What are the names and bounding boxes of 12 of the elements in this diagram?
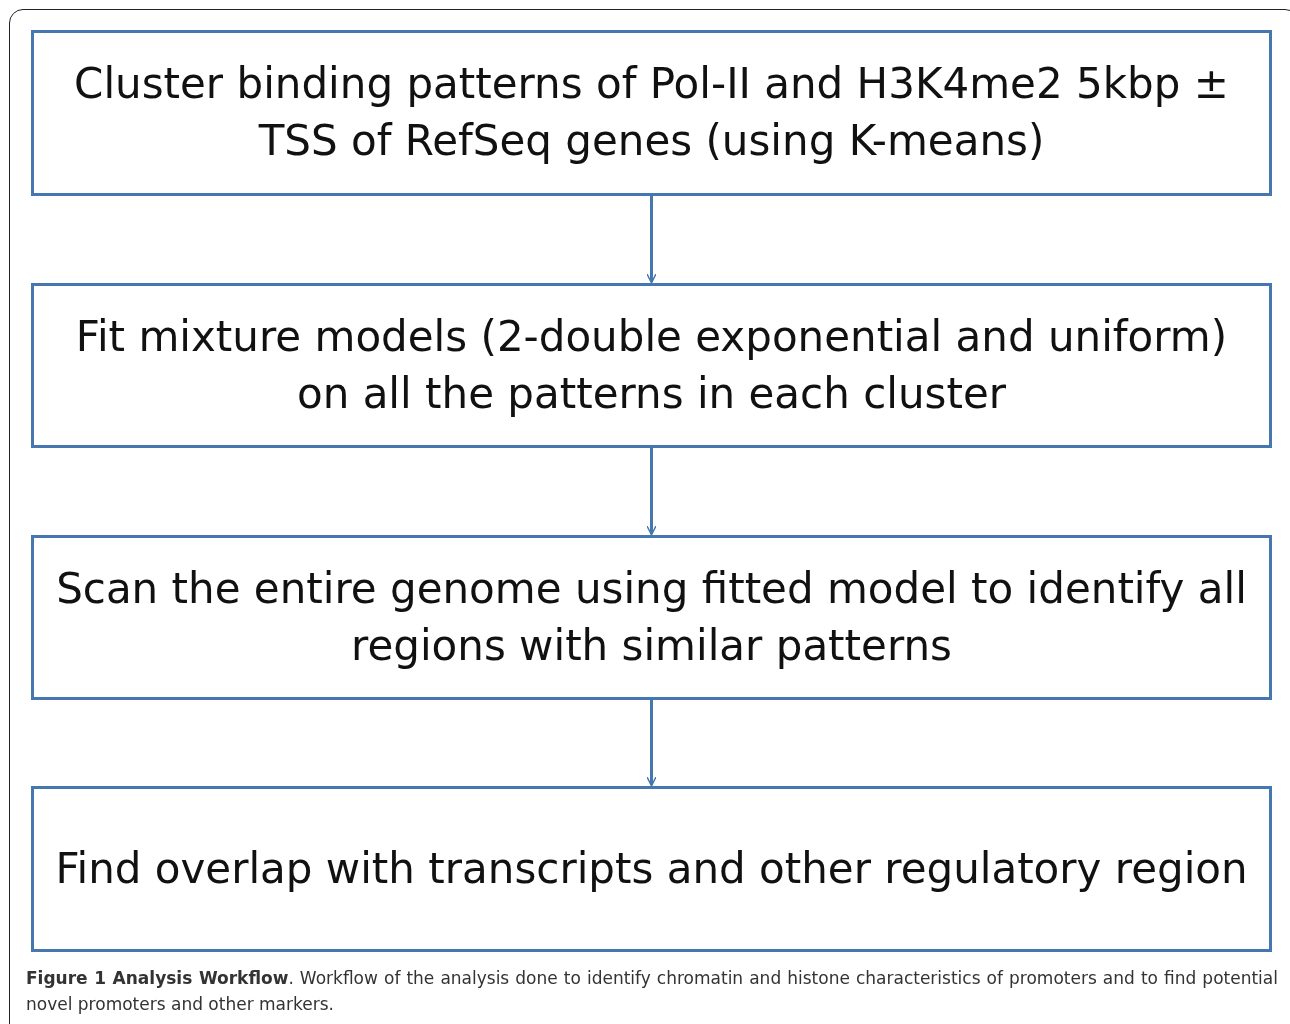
process-box <box>31 30 1272 196</box>
figure-caption: Figure 1 Analysis Workflow. Workflow of the analysis done to identify chromatin and histone characteristics of promoters and to find potential novel promoters and other markers. <box>26 967 1278 1016</box>
step-text: Scan the entire genome using fitted model to identify all regions with similar patterns <box>55 562 1248 672</box>
process-box <box>31 535 1272 700</box>
process-box <box>31 283 1272 448</box>
process-box <box>31 786 1272 952</box>
step-text: Find overlap with transcripts and other regulatory region <box>54 842 1249 895</box>
step-text: Fit mixture models (2-double exponential and uniform) on all the patterns in each cluster <box>74 310 1229 420</box>
arrow <box>646 700 657 787</box>
arrow <box>646 196 657 284</box>
arrow <box>646 448 657 536</box>
step-text: Cluster binding patterns of Pol-II and H3K4me2 5kbp ± TSS of RefSeq genes (using K-means) <box>73 58 1230 167</box>
